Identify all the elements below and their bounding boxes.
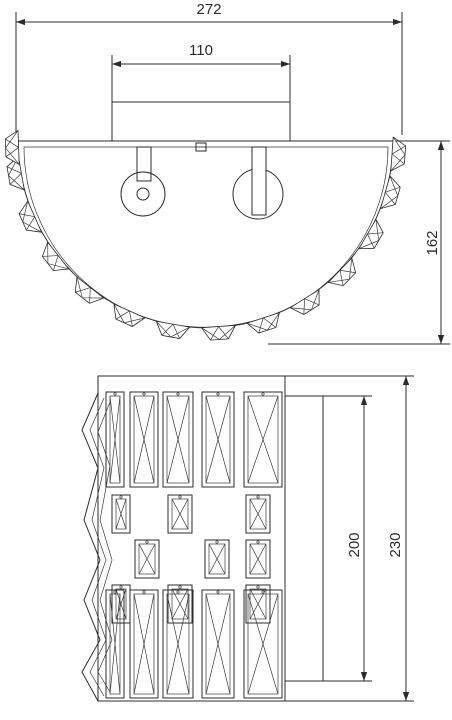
crystal-panel-tall — [243, 391, 283, 488]
rim-crystal — [4, 129, 20, 166]
top-view: 272 110 — [4, 1, 450, 345]
crystal-panel-small — [111, 494, 131, 534]
rim-crystals — [4, 129, 407, 341]
dimension-label-162: 162 — [424, 230, 441, 255]
rim-crystal — [41, 241, 70, 272]
lamp-socket-left — [120, 146, 166, 217]
crystal-panel-edge — [105, 589, 125, 699]
crystal-panel-tall — [201, 391, 235, 488]
crystal-panel-small — [134, 539, 160, 579]
dimension-label-230: 230 — [387, 532, 404, 557]
rim-crystal — [18, 200, 43, 233]
crystal-panels — [105, 391, 283, 699]
crystal-panel-small — [245, 494, 271, 534]
rim-crystal — [74, 276, 105, 304]
rim-crystal — [200, 324, 237, 341]
rim-crystal — [113, 303, 146, 327]
crystal-panel-tall — [162, 391, 194, 488]
fixture-body — [97, 375, 286, 702]
rim-crystal — [155, 320, 191, 339]
rim-crystal — [327, 257, 357, 287]
dimension-230: 230 — [285, 375, 414, 702]
wall-plate — [284, 395, 324, 682]
dimension-label-200: 200 — [346, 532, 363, 557]
crystal-panel-tall — [129, 589, 159, 699]
rim-crystal — [390, 136, 407, 172]
dimension-label-110: 110 — [189, 42, 213, 59]
rim-crystal — [358, 218, 384, 250]
rim-crystal — [6, 155, 25, 191]
crystal-panel-tall — [243, 589, 283, 699]
dimension-110: 110 — [111, 42, 291, 102]
dimension-200: 200 — [323, 395, 372, 682]
crystal-panel-tall — [129, 391, 159, 488]
shade-inner-rim — [23, 146, 389, 329]
side-view: 200 230 — [81, 375, 414, 702]
rim-crystal — [289, 288, 320, 315]
crystal-panel-tall — [162, 589, 194, 699]
rim-crystal — [246, 312, 280, 334]
crystal-panel-tall — [201, 589, 235, 699]
rim-crystal — [379, 175, 401, 210]
faceted-edge — [81, 392, 113, 702]
dimension-162: 162 — [268, 140, 450, 345]
dimension-272: 272 — [15, 1, 403, 135]
dimension-label-272: 272 — [196, 1, 221, 18]
lamp-socket-right — [232, 146, 284, 220]
crystal-panel-edge — [105, 391, 125, 488]
crystal-panel-small — [167, 584, 193, 624]
shade-bowl — [17, 140, 394, 328]
crystal-panel-small — [245, 539, 271, 579]
mounting-plate — [111, 101, 291, 142]
crystal-panel-small — [245, 584, 271, 624]
crystal-panel-small — [204, 539, 230, 579]
crystal-panel-small — [167, 494, 193, 534]
